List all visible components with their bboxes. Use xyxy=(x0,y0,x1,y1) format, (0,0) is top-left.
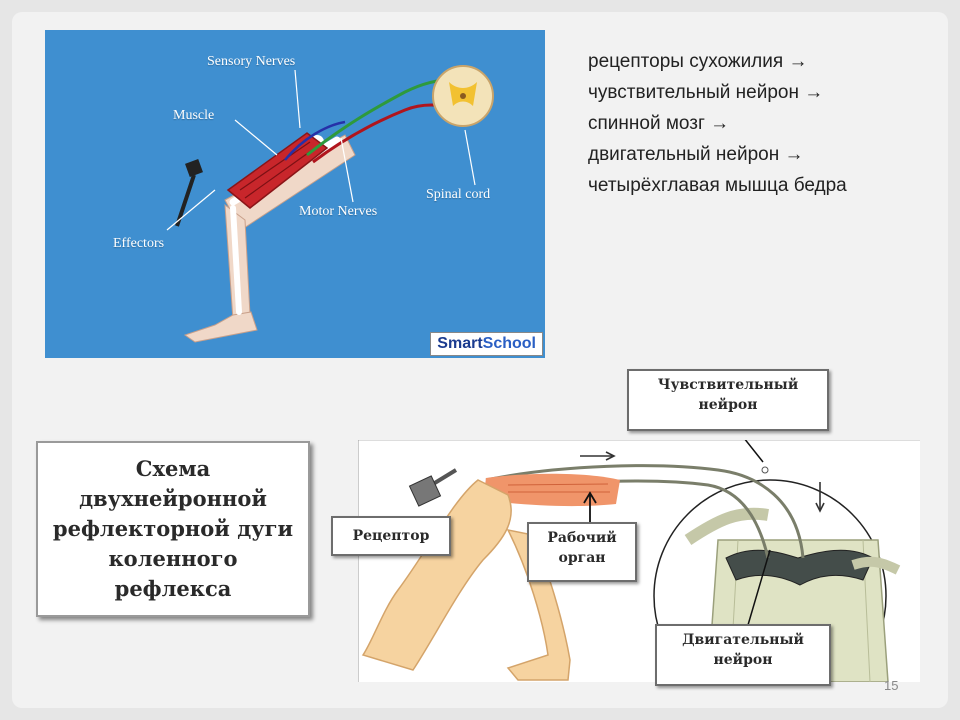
pathway-line: чувствительный нейрон → xyxy=(588,82,824,103)
callout-sensory-neuron: Чувствительный нейрон xyxy=(627,369,829,431)
callout-motor-neuron: Двигательный нейрон xyxy=(655,624,831,686)
label-muscle: Muscle xyxy=(173,108,215,123)
label-effectors: Effectors xyxy=(113,236,165,251)
diagram-title: Схема двухнейронной рефлекторной дуги ко… xyxy=(52,456,294,601)
callout-working-organ: Рабочий орган xyxy=(527,522,637,582)
reflex-pathway-text: рецепторы сухожилия → чувствительный ней… xyxy=(588,46,928,201)
label-sensory-nerves: Sensory Nerves xyxy=(207,54,296,69)
reflex-illustration-top: Sensory Nerves Muscle Spinal cord Motor … xyxy=(45,30,545,358)
reflex-arc-diagram xyxy=(358,440,920,682)
pathway-line: спинной мозг → xyxy=(588,113,730,134)
diagram-title-box: Схема двухнейронной рефлекторной дуги ко… xyxy=(36,441,310,617)
reflex-arc-drawing xyxy=(358,440,920,682)
pathway-line: рецепторы сухожилия → xyxy=(588,51,808,72)
pathway-line: четырёхглавая мышца бедра xyxy=(588,175,847,196)
pathway-line: двигательный нейрон → xyxy=(588,144,804,165)
logo-part-school: School xyxy=(482,335,536,352)
label-motor-nerves: Motor Nerves xyxy=(299,204,378,219)
page-number: 15 xyxy=(884,678,899,693)
callout-receptor: Рецептор xyxy=(331,516,451,556)
smartschool-logo: SmartSchool xyxy=(430,332,543,356)
label-spinal-cord: Spinal cord xyxy=(426,187,491,202)
logo-part-smart: Smart xyxy=(437,335,483,352)
leg-spinal-cord-drawing xyxy=(166,65,494,343)
